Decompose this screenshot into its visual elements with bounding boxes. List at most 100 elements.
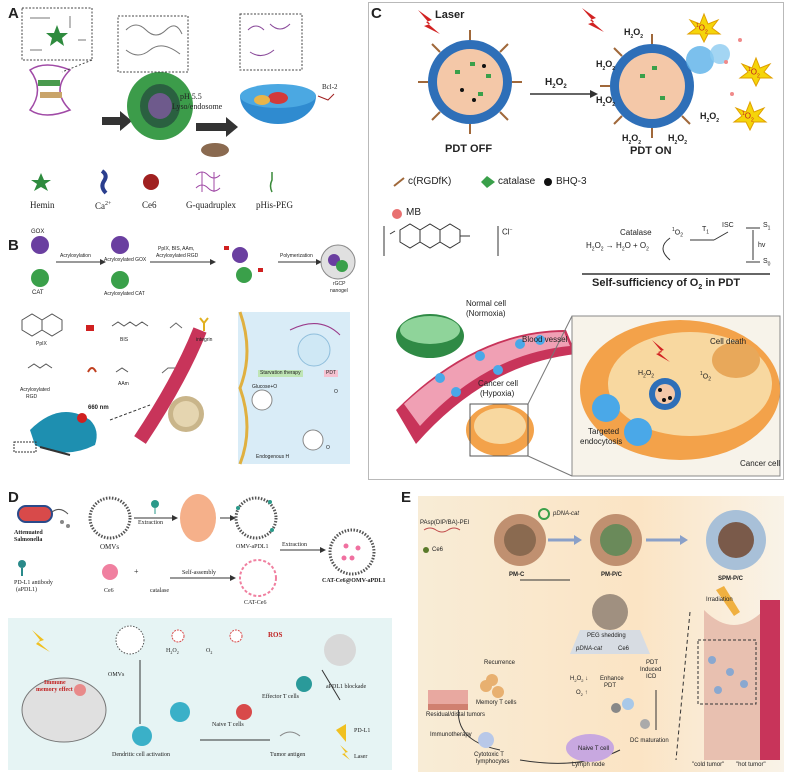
c-h2o2-4: H2O2 [622,133,642,146]
b-singlet: O [334,389,338,395]
e-peg-shedding: PEG shedding [587,633,626,639]
c-legend-rgd: c(RGDfK) [408,176,452,187]
c-h2o2-6: H2O2 [700,111,720,124]
d-salmonella-2: Salmonella [14,537,43,543]
d-catalase: catalase [150,588,169,594]
panel-letter-d: D [8,489,19,506]
d-immune-2: memory effect [36,687,73,693]
d-omv-apdl1: OMV-aPDL1 [236,544,269,550]
e-immunotherapy: Immunotherapy [430,732,472,738]
b-ppix: PpIX [36,341,47,347]
e-hot: "hot tumor" [736,762,766,768]
c-h2o2-1: H2O2 [624,27,644,40]
b-endogenous: Endogenous H [256,454,290,460]
d-pdl1: PD-L1 [354,728,371,734]
e-pdt-icd-2: Induced [640,667,662,673]
c-reaction: H2O2 → H2O + O2 [586,241,649,253]
panel-letter-e: E [401,489,412,506]
c-legend-bhq: BHQ-3 [556,176,587,187]
e-o2: O2 ↑ [576,690,588,698]
b-aam: AAm [118,381,129,387]
b-glucose: Glucose+O [252,384,278,390]
c-self-sufficiency: Self-sufficiency of O2 in PDT [592,277,741,292]
a-legend-peg: pHis-PEG [256,200,294,210]
c-t1: T1 [702,226,710,236]
d-salmonella-1: Attenuated [14,530,43,536]
d-self-assembly: Self-assembly [182,570,216,576]
c-legend-catalase: catalase [498,176,536,187]
b-acryl-gox: Acryloxylated GOX [104,257,147,263]
a-legend-hemin: Hemin [30,200,55,210]
b-step3: Polymerization [280,253,313,259]
c-cell-death: Cell death [710,337,747,346]
e-polymer: PAsp(DIP/BA)-PEI [420,520,470,526]
d-o2: O2 [206,648,213,656]
panel-letter-b: B [8,237,19,254]
e-memory: Memory T cells [476,700,517,706]
d-pdl1-2: (aPDL1) [16,587,37,593]
c-s0: S0 [763,258,771,268]
d-laser: Laser [354,754,368,760]
c-mb: MB [406,207,421,218]
d-cat-ce6: CAT-Ce6 [244,600,267,606]
e-lymph: Lymph node [572,762,605,768]
c-pdt-on: PDT ON [630,145,672,157]
b-step2-2: Acryloxylated RGD [156,253,199,259]
b-product-2: nanogel [330,288,348,294]
c-cancer-2: (Hypoxia) [480,389,515,398]
d-tumor-antigen: Tumor antigen [270,752,306,758]
panel-letter-a: A [8,5,19,22]
c-h2o2-2: H2O2 [596,59,616,72]
d-pdl1-1: PD-L1 antibody [14,580,53,586]
a-legend-ca: Ca2+ [95,201,112,211]
b-size: 660 nm [88,405,109,411]
c-cancer-cell: Cancer cell [740,459,781,468]
legend-peg-icon [269,172,273,193]
c-h2o2-3: H2O2 [596,95,616,108]
mouse-icon [201,143,229,157]
e-pdt-icd-3: ICD [646,674,657,680]
c-targeted-2: endocytosis [580,437,623,446]
b-acryl-rgd-1: Acryloxylated [20,387,50,393]
panel-c-border [368,2,784,480]
e-h2o2: H2O2 ↓ [570,676,589,684]
panel-d-bottom-bg [8,618,392,770]
c-catalase-label: Catalase [620,228,652,237]
c-inner-singlet: 1O2 [700,371,712,383]
b-integrin: integrin [196,337,213,343]
d-dendritic: Dendritic cell activation [112,752,170,758]
e-ce6-2: Ce6 [618,646,630,652]
d-ros: ROS [268,631,283,639]
e-recurrence: Recurrence [484,660,516,666]
d-naive: Naive T cells [212,722,244,728]
syringe-icon [39,446,71,456]
d-extraction2: Extraction [282,542,307,548]
d-immune-1: Immune [44,680,66,686]
c-targeted-1: Targeted [588,427,620,436]
c-isc: ISC [722,222,734,229]
a-legend-gquad: G-quadruplex [186,200,236,210]
a-bcl2: Bcl-2 [322,83,338,91]
c-singlet-2: 1O2 [748,67,760,80]
e-cytotoxic-2: lymphocytes [476,759,510,765]
c-s1: S1 [763,222,771,232]
e-pdna-cat: pDNA-cat [553,511,580,517]
d-plus: + [134,567,139,576]
e-naive: Naive T cell [578,746,610,752]
c-hv: hv [758,242,766,249]
legend-gquad-icon [195,171,221,192]
e-cold: "cold tumor" [692,762,725,768]
legend-ce6-icon [143,174,159,190]
a-arrow-label-1: pH 5.5 [180,92,202,101]
d-apdl1-blockade: aPDL1 blockade [326,684,367,690]
b-bis: BIS [120,337,129,343]
b-mouse-icon [30,412,97,453]
b-product-1: rGCP [333,281,346,287]
c-pdt-off: PDT OFF [445,143,493,155]
b-gox: GOX [31,229,45,235]
d-ce6: Ce6 [104,588,114,594]
c-inner-h2o2: H2O2 [638,370,655,380]
d-extraction: Extraction [138,520,163,526]
e-enhance-1: Enhance [600,676,624,682]
c-h2o2-5: H2O2 [668,133,688,146]
